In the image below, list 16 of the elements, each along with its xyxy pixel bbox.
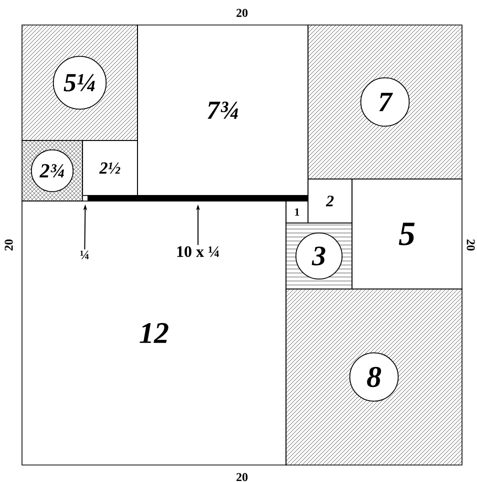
square-tile: 2¾ [22,140,83,202]
square-tile: 5¼ [22,24,138,141]
dimension-label: 20 [4,239,13,250]
dimension-label: 20 [236,473,248,482]
square-tile: 7 [308,24,462,180]
square-tile: 8 [286,288,462,466]
fraction-label: 10 x ¼ [177,246,219,257]
strip-bar [88,195,308,202]
square-tile: 5 [352,178,462,290]
square-tile: 1 [286,200,308,224]
small-square [82,195,88,202]
square-tile: 2½ [82,140,138,196]
fraction-label: ¼ [80,250,89,260]
square-tile: 3 [286,222,352,290]
square-tile: 2 [308,178,352,224]
square-tile: 7¾ [137,24,308,196]
